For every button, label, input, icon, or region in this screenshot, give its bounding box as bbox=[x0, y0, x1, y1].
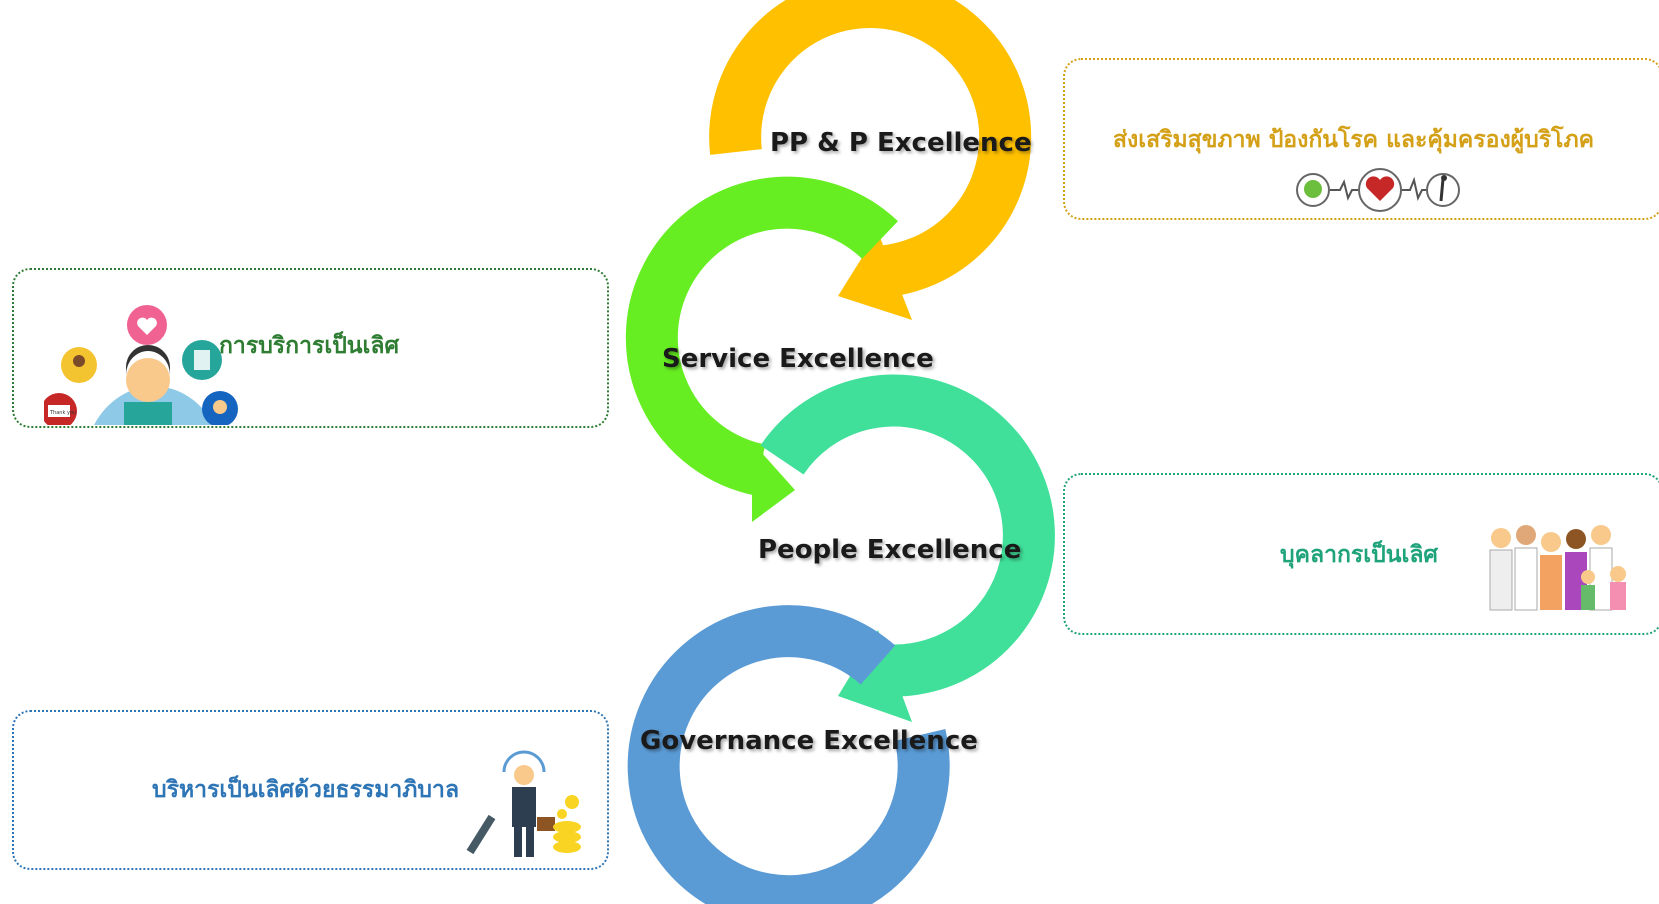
people-box-text: บุคลากรเป็นเลิศ bbox=[1280, 542, 1439, 568]
people-box: บุคลากรเป็นเลิศ bbox=[1063, 473, 1659, 635]
health-icons bbox=[1296, 168, 1460, 212]
people-arc bbox=[760, 374, 1055, 697]
medical-staff-icon bbox=[1489, 525, 1626, 611]
service-arc bbox=[625, 176, 898, 496]
service-box-text: การบริการเป็นเลิศ bbox=[219, 333, 400, 359]
governance-box: บริหารเป็นเลิศด้วยธรรมาภิบาล bbox=[12, 710, 609, 870]
businessman-icon bbox=[466, 750, 581, 857]
step-ppp-label: PP & P Excellence bbox=[770, 128, 1032, 158]
governance-box-text: บริหารเป็นเลิศด้วยธรรมาภิบาล bbox=[152, 777, 460, 803]
step-service-label: Service Excellence bbox=[662, 344, 934, 374]
ppp-arrowhead bbox=[838, 232, 912, 320]
service-people-icon: Thank you bbox=[44, 305, 238, 425]
ppp-box: ส่งเสริมสุขภาพ ป้องกันโรค และคุ้มครองผู้… bbox=[1063, 58, 1659, 220]
service-box: Thank you การบริการเป็นเลิศ bbox=[12, 268, 609, 428]
governance-arc bbox=[627, 605, 950, 904]
thank-you-badge: Thank you bbox=[49, 410, 76, 416]
step-people-label: People Excellence bbox=[758, 535, 1022, 565]
ppp-arc bbox=[709, 0, 1032, 299]
ppp-box-text: ส่งเสริมสุขภาพ ป้องกันโรค และคุ้มครองผู้… bbox=[1113, 127, 1595, 153]
step-governance-label: Governance Excellence bbox=[640, 726, 978, 756]
people-arrowhead bbox=[838, 630, 912, 722]
service-arrowhead bbox=[752, 442, 795, 522]
